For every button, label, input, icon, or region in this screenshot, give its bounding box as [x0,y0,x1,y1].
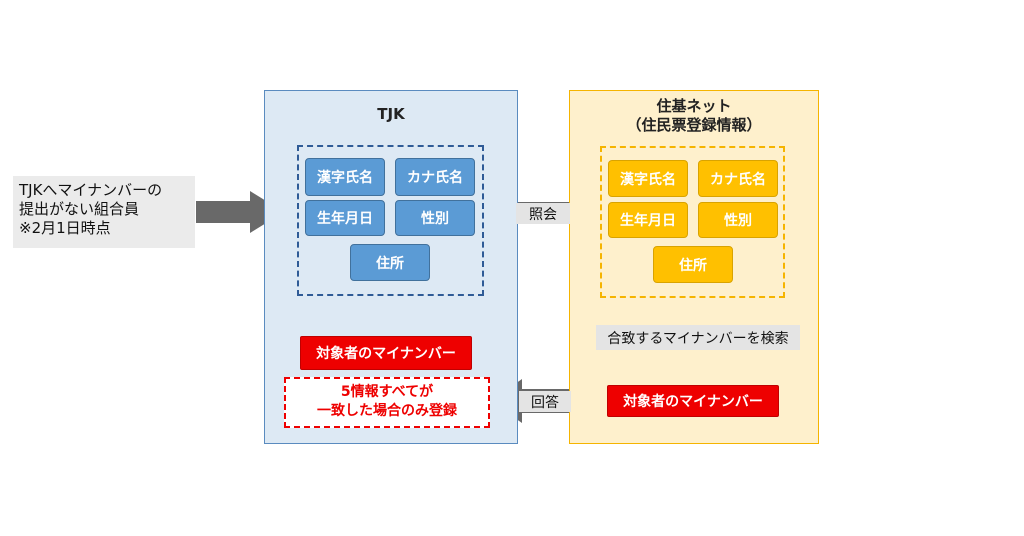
juki-fields-group [600,146,785,298]
juki-title: 住基ネット （住民票登録情報） [626,97,762,134]
juki-field-birthdate: 生年月日 [608,202,688,238]
source-note-text: TJKへマイナンバーの 提出がない組合員 ※2月1日時点 [19,181,163,237]
juki-field-kana-name: カナ氏名 [698,160,778,197]
search-label: 合致するマイナンバーを検索 [596,325,800,350]
condition-note: 5情報すべてが 一致した場合のみ登録 [284,377,490,428]
input-arrow [196,191,284,233]
tjk-title: TJK [377,105,405,123]
query-label: 照会 [516,203,570,224]
juki-field-kanji-name: 漢字氏名 [608,160,688,197]
juki-result-label: 対象者のマイナンバー [607,385,779,417]
tjk-fields-group [297,145,484,296]
tjk-result-label: 対象者のマイナンバー [300,336,472,370]
tjk-field-address: 住所 [350,244,430,281]
condition-note-text: 5情報すべてが 一致した場合のみ登録 [317,384,457,419]
tjk-field-birthdate: 生年月日 [305,200,385,236]
juki-field-address: 住所 [653,246,733,283]
tjk-field-kanji-name: 漢字氏名 [305,158,385,196]
reply-label: 回答 [519,391,571,412]
source-note: TJKへマイナンバーの 提出がない組合員 ※2月1日時点 [13,176,195,248]
tjk-field-gender: 性別 [395,200,475,236]
juki-field-gender: 性別 [698,202,778,238]
tjk-field-kana-name: カナ氏名 [395,158,475,196]
